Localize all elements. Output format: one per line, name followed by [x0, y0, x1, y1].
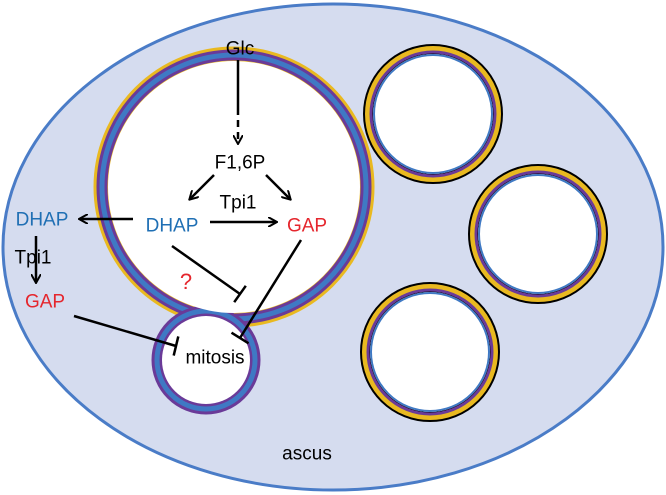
dividing-cell	[93, 46, 375, 415]
label-dhap-inner: DHAP	[145, 215, 199, 237]
label-dhap-outer: DHAP	[15, 209, 69, 231]
label-mitosis: mitosis	[185, 347, 245, 369]
inhibit-outer-gap-mitosis	[73, 314, 180, 356]
label-tpi1-outer: Tpi1	[14, 247, 52, 269]
inhibit-dhap-mitosis	[171, 244, 247, 303]
label-f16p: F1,6P	[214, 152, 266, 174]
spore-bottom	[360, 282, 500, 422]
arrow-f16p-dhap	[190, 174, 215, 199]
spore-top	[363, 44, 503, 184]
label-gap-inner: GAP	[286, 215, 328, 237]
label-glc: Glc	[225, 38, 255, 60]
label-ascus: ascus	[282, 443, 332, 465]
spore-middle	[468, 164, 608, 304]
label-tpi1-inner: Tpi1	[219, 192, 257, 214]
label-gap-outer: GAP	[24, 291, 66, 313]
label-question-mark: ?	[179, 269, 193, 294]
inhibit-gap-mitosis	[230, 239, 303, 345]
arrow-f16p-gap	[265, 174, 290, 199]
